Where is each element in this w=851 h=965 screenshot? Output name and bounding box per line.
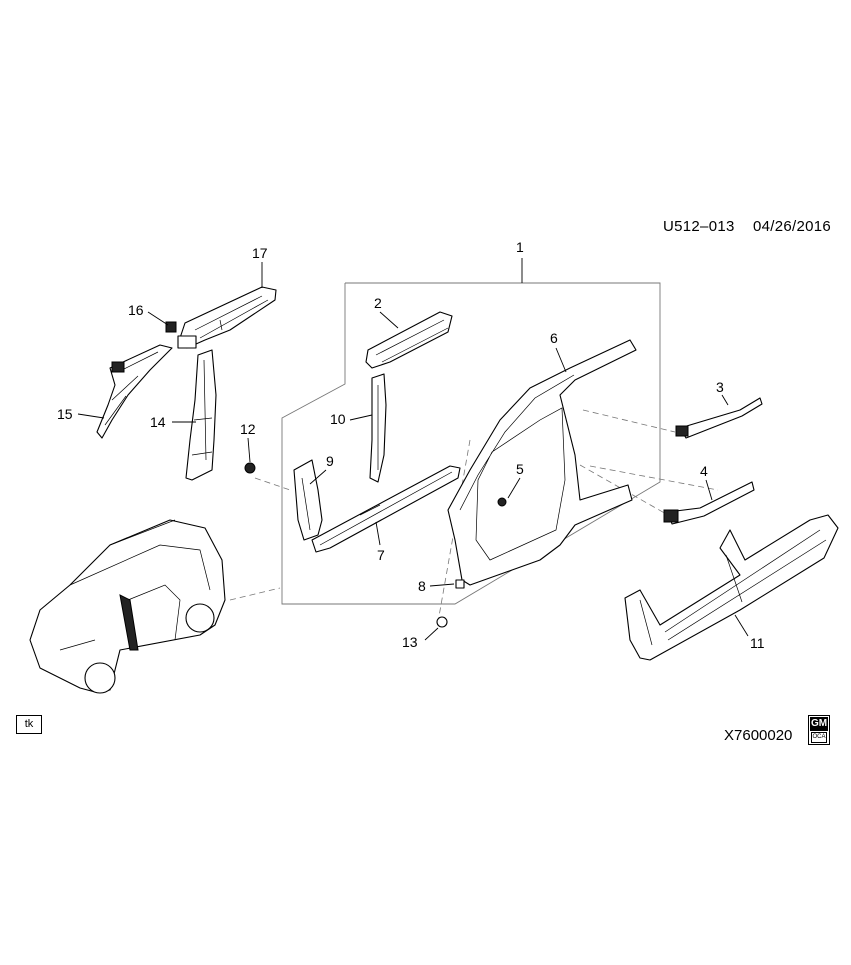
part-rocker-inner — [311, 465, 461, 553]
projection-line — [582, 409, 676, 433]
callout-12: 12 — [240, 421, 256, 437]
part-front-pillar-inner — [369, 373, 387, 483]
leader-12 — [247, 437, 251, 463]
projection-line — [254, 477, 291, 491]
part-body-side-outer — [447, 339, 637, 586]
part-bolt-5 — [497, 497, 507, 507]
part-weatherstrip-upper — [675, 397, 763, 439]
leader-8 — [429, 583, 455, 587]
diagram-code: U512–013 — [663, 218, 735, 235]
part-center-pillar-inner — [185, 349, 217, 481]
diagram-date: 04/26/2016 — [753, 218, 832, 235]
part-hinge-pillar — [293, 459, 323, 541]
callout-8: 8 — [418, 578, 426, 594]
leader-2 — [379, 311, 399, 329]
leader-5 — [507, 477, 521, 499]
leader-6 — [555, 347, 567, 373]
callout-2: 2 — [374, 295, 382, 311]
callout-9: 9 — [326, 453, 334, 469]
part-a-pillar-reinf — [96, 344, 173, 439]
leader-16 — [147, 311, 169, 326]
part-bolt-12 — [244, 462, 256, 474]
vehicle-outline — [29, 519, 226, 694]
tag-box: tk — [16, 715, 42, 734]
callout-15: 15 — [57, 406, 73, 422]
part-rocker-outer — [624, 514, 839, 661]
leader-15 — [77, 413, 105, 419]
part-nut-13 — [436, 616, 448, 628]
callout-11: 11 — [750, 635, 765, 651]
callout-17: 17 — [252, 245, 268, 261]
callout-10: 10 — [330, 411, 346, 427]
leader-9 — [309, 469, 327, 485]
projection-line — [229, 587, 281, 601]
gm-oca-logo: GM OCA — [808, 715, 830, 745]
part-roof-rail-front — [177, 286, 277, 349]
callout-13: 13 — [402, 634, 418, 650]
callout-5: 5 — [516, 461, 524, 477]
leader-10 — [349, 414, 373, 421]
leader-13 — [424, 627, 439, 641]
part-plug-8 — [455, 579, 465, 589]
callout-4: 4 — [700, 463, 708, 479]
assembly-frame — [281, 282, 661, 605]
document-id: X7600020 — [724, 727, 793, 744]
callout-1: 1 — [516, 239, 524, 255]
callout-7: 7 — [377, 547, 385, 563]
leader-3 — [721, 394, 729, 406]
callout-14: 14 — [150, 414, 166, 430]
leader-4 — [705, 479, 713, 501]
callout-6: 6 — [550, 330, 558, 346]
logo-top-text: GM — [810, 717, 828, 731]
callout-3: 3 — [716, 379, 724, 395]
part-weatherstrip-lower — [663, 481, 755, 525]
logo-bottom-text: OCA — [811, 732, 827, 743]
leader-7 — [375, 521, 381, 546]
callout-16: 16 — [128, 302, 144, 318]
part-clip-16 — [165, 321, 177, 333]
leader-11 — [734, 614, 749, 637]
part-roof-rail-inner — [365, 311, 453, 369]
projection-line — [589, 465, 719, 491]
